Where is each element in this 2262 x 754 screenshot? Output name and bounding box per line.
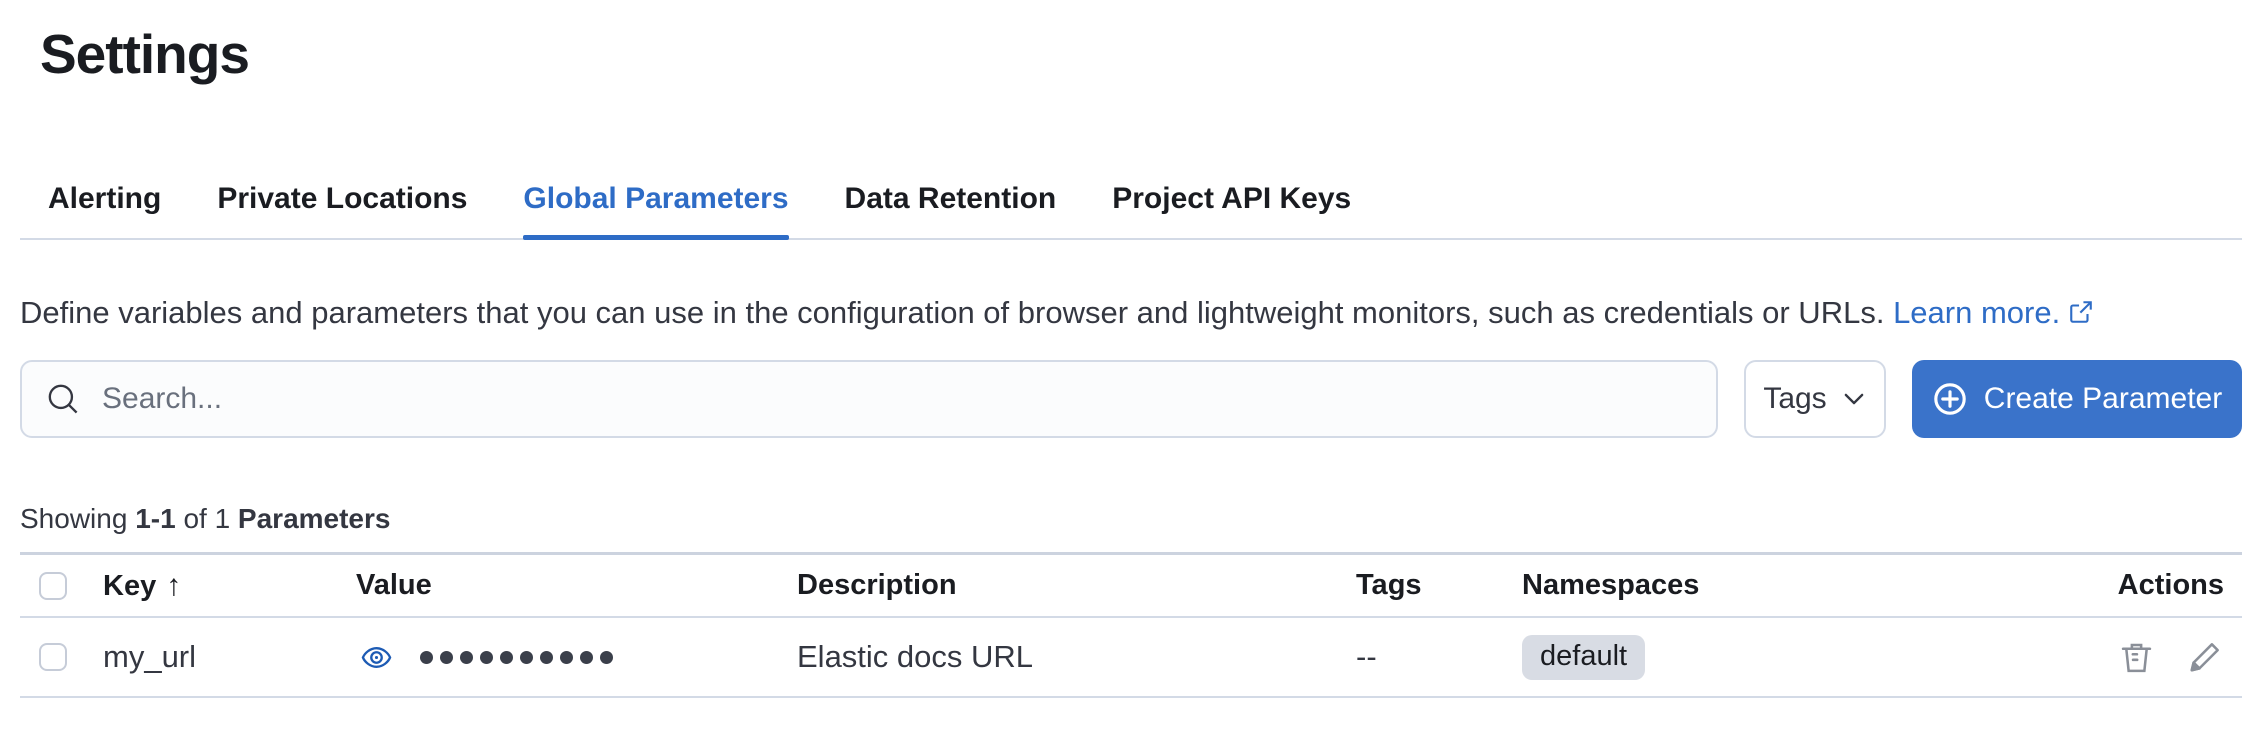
value-dot [460, 650, 473, 664]
header-description: Description [797, 569, 957, 601]
value-dot [600, 650, 613, 664]
toolbar: Tags Create Parameter [20, 360, 2242, 438]
header-tags: Tags [1356, 569, 1422, 601]
results-summary: Showing 1-1 of 1 Parameters [20, 504, 2242, 534]
description-body: Define variables and parameters that you… [20, 295, 1885, 330]
summary-showing: Showing [20, 503, 128, 534]
value-dot [560, 650, 573, 664]
tabs: Alerting Private Locations Global Paramete… [20, 182, 2242, 240]
param-value-cell [356, 642, 797, 673]
trash-icon [2121, 643, 2151, 672]
tags-filter-button[interactable]: Tags [1744, 360, 1886, 438]
value-dot [440, 650, 453, 664]
table-row: my_url Elastic docs URL -- default [20, 618, 2242, 698]
header-actions: Actions [2117, 569, 2224, 601]
summary-entity: Parameters [237, 503, 391, 534]
tab-data-retention[interactable]: Data Retention [844, 182, 1057, 215]
namespace-badge: default [1522, 634, 1646, 680]
tab-project-api-keys[interactable]: Project API Keys [1112, 182, 1352, 215]
delete-parameter-button[interactable] [2116, 637, 2156, 677]
edit-parameter-button[interactable] [2184, 637, 2224, 677]
header-key[interactable]: Key ↑ [103, 569, 356, 603]
summary-range: 1-1 [135, 503, 176, 534]
settings-page: Settings Alerting Private Locations Global… [0, 22, 2262, 698]
sort-ascending-icon: ↑ [166, 568, 182, 602]
summary-of: of 1 [183, 503, 231, 534]
learn-more-link[interactable]: Learn more. [1893, 295, 2094, 330]
header-key-label: Key [103, 569, 157, 602]
chevron-down-icon [1844, 393, 1864, 405]
search-box[interactable] [20, 360, 1718, 438]
eye-icon [361, 646, 392, 668]
create-parameter-label: Create Parameter [1983, 382, 2223, 415]
value-dot [500, 650, 513, 664]
parameters-table: Key ↑ Value Description Tags Namespaces A… [20, 552, 2242, 698]
masked-value-dots [420, 650, 613, 664]
description-text: Define variables and parameters that you… [20, 290, 2242, 338]
external-link-icon [2068, 292, 2094, 338]
pencil-icon [2190, 642, 2219, 671]
row-checkbox-cell [20, 643, 103, 671]
param-description-cell: Elastic docs URL [797, 639, 1034, 674]
header-checkbox-cell [20, 571, 103, 600]
row-checkbox[interactable] [39, 643, 67, 671]
value-dot [540, 650, 553, 664]
param-tags-cell: -- [1356, 639, 1377, 674]
create-parameter-button[interactable]: Create Parameter [1912, 360, 2242, 438]
table-header-row: Key ↑ Value Description Tags Namespaces A… [20, 552, 2242, 618]
param-key-cell: my_url [103, 639, 197, 674]
plus-in-circle-icon [1934, 383, 1966, 415]
header-namespaces: Namespaces [1522, 569, 1700, 601]
tab-global-parameters[interactable]: Global Parameters [523, 182, 789, 240]
search-icon [48, 384, 78, 414]
select-all-checkbox[interactable] [39, 571, 67, 600]
param-actions-cell [2100, 637, 2242, 677]
tab-private-locations[interactable]: Private Locations [217, 182, 468, 215]
value-dot [480, 650, 493, 664]
page-title: Settings [40, 23, 250, 85]
value-dot [420, 650, 433, 664]
header-value: Value [356, 569, 432, 601]
learn-more-label: Learn more. [1893, 295, 2061, 330]
tags-filter-label: Tags [1763, 382, 1827, 415]
tab-alerting[interactable]: Alerting [48, 182, 162, 215]
param-namespaces-cell: default [1522, 634, 2100, 680]
value-dot [580, 650, 593, 664]
reveal-value-button[interactable] [361, 642, 392, 673]
search-input[interactable] [102, 382, 1692, 416]
value-dot [520, 650, 533, 664]
